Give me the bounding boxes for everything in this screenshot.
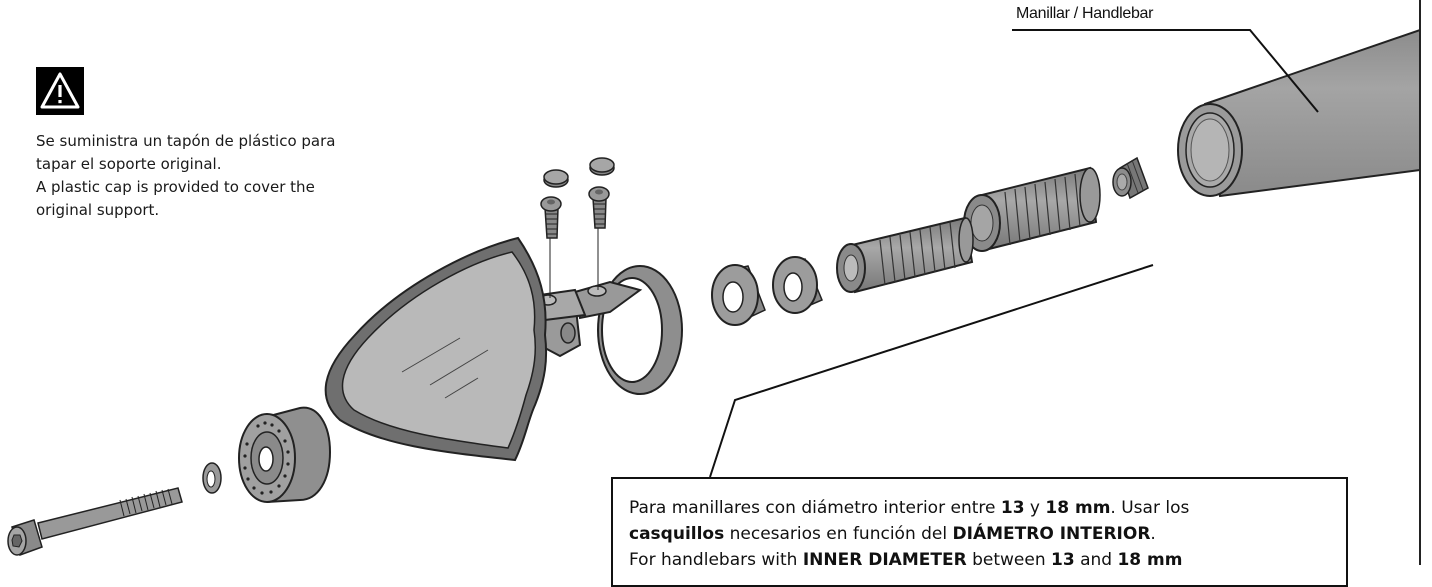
expander-sleeve-small xyxy=(836,216,974,294)
bushing-ring-2 xyxy=(772,256,823,314)
top-screw-left xyxy=(540,196,562,239)
mirror-head xyxy=(324,236,548,462)
note-line-1: Para manillares con diámetro interior en… xyxy=(629,498,1190,518)
warning-badge xyxy=(36,67,84,115)
top-washer-right xyxy=(589,157,615,176)
warning-triangle-icon xyxy=(40,72,80,109)
warning-line: A plastic cap is provided to cover the xyxy=(36,178,315,196)
warning-line: Se suministra un tapón de plástico para xyxy=(36,132,336,150)
expander-sleeve-large xyxy=(963,166,1101,252)
handlebar-leader-line xyxy=(1012,29,1319,113)
top-washer-left xyxy=(543,169,569,188)
end-nut xyxy=(1112,156,1149,200)
end-cap xyxy=(238,406,332,504)
warning-text: Se suministra un tapón de plástico para … xyxy=(36,130,376,222)
bushing-ring-1 xyxy=(711,264,766,326)
handlebar-label: Manillar / Handlebar xyxy=(1016,5,1154,22)
mirror-clamp xyxy=(538,265,683,395)
warning-line: original support. xyxy=(36,201,160,219)
note-line-3: For handlebars with INNER DIAMETER betwe… xyxy=(629,550,1183,570)
long-bolt xyxy=(7,487,183,556)
diameter-note-box: Para manillares con diámetro interior en… xyxy=(611,477,1348,587)
note-leader-line xyxy=(709,264,1154,478)
note-line-2: casquillos necesarios en función del DIÁ… xyxy=(629,524,1156,544)
cap-washer xyxy=(202,462,222,494)
handlebar-tube xyxy=(1177,28,1421,198)
warning-line: tapar el soporte original. xyxy=(36,155,222,173)
top-screw-right xyxy=(588,186,610,229)
